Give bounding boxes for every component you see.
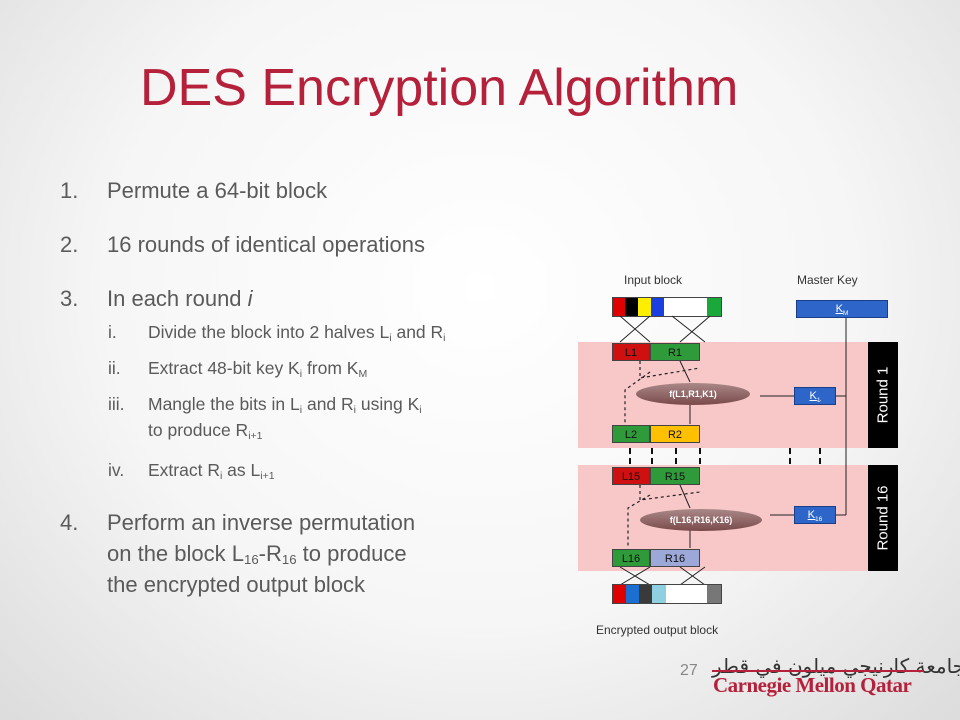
- k16-block: K16: [794, 506, 836, 524]
- logo-english: Carnegie Mellon Qatar: [713, 673, 912, 697]
- f-round16: f(L16,R16,K16): [640, 509, 762, 531]
- f-round1: f(L1,R1,K1): [636, 383, 750, 405]
- l16-block: L16: [612, 549, 650, 567]
- output-block: [612, 584, 722, 604]
- round1-label: Round 1: [868, 342, 898, 448]
- r1-block: R1: [650, 343, 700, 361]
- master-key-block: KM: [796, 300, 888, 318]
- output-block-label: Encrypted output block: [596, 623, 719, 637]
- input-block-label: Input block: [624, 273, 683, 287]
- master-key-label: Master Key: [797, 273, 858, 287]
- logo-arabic: جامعة كارنيجي ميلون في قطر: [712, 654, 960, 678]
- logo-divider: [712, 670, 924, 672]
- k1-block: K1: [794, 387, 836, 405]
- l2-block: L2: [612, 425, 650, 443]
- slide-title: DES Encryption Algorithm: [140, 59, 739, 117]
- input-block: [612, 297, 722, 317]
- round16-label: Round 16: [868, 465, 898, 571]
- l15-block: L15: [612, 467, 650, 485]
- r15-block: R15: [650, 467, 700, 485]
- r2-block: R2: [650, 425, 700, 443]
- page-number: 27: [680, 662, 698, 679]
- l1-block: L1: [612, 343, 650, 361]
- r16-block: R16: [650, 549, 700, 567]
